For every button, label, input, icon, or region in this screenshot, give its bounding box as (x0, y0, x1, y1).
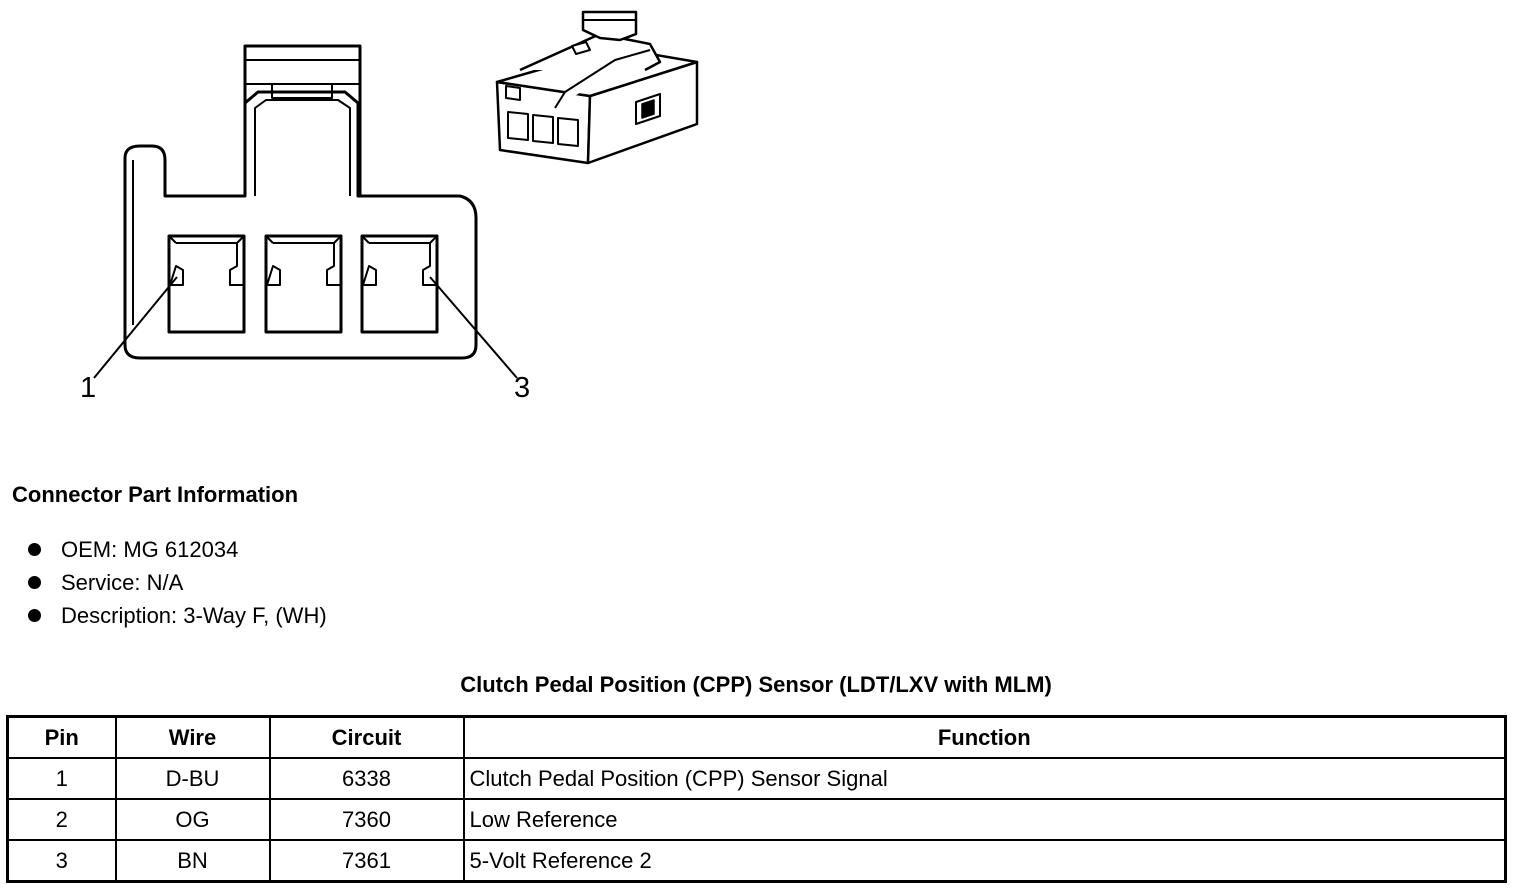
header-pin: Pin (6, 715, 117, 759)
cell-wire: D-BU (114, 757, 271, 800)
table-row: 3 BN 7361 5-Volt Reference 2 (6, 839, 1507, 883)
connector-info-list: OEM: MG 612034 Service: N/A Description:… (28, 536, 327, 635)
list-item: OEM: MG 612034 (28, 536, 327, 569)
cell-function: Low Reference (462, 798, 1507, 841)
connector-3d-illustration (495, 10, 699, 165)
service-text: Service: N/A (61, 570, 184, 595)
list-item: Description: 3-Way F, (WH) (28, 602, 327, 635)
header-wire: Wire (114, 715, 271, 759)
pin-label-1: 1 (80, 372, 97, 404)
terminal-cavity-3 (360, 234, 439, 334)
oem-text: OEM: MG 612034 (61, 537, 239, 562)
connector-info-title: Connector Part Information (12, 482, 299, 507)
cell-function: 5-Volt Reference 2 (462, 839, 1507, 883)
table-title: Clutch Pedal Position (CPP) Sensor (LDT/… (460, 672, 1052, 697)
list-item: Service: N/A (28, 569, 327, 602)
cell-circuit: 6338 (268, 757, 465, 800)
cell-pin: 1 (6, 757, 117, 800)
table-header-row: Pin Wire Circuit Function (6, 715, 1507, 759)
pin-label-3: 3 (514, 372, 531, 404)
bullet-icon (28, 609, 41, 622)
cell-circuit: 7361 (268, 839, 465, 883)
bullet-icon (28, 576, 41, 589)
connector-face-diagram (93, 10, 699, 379)
cell-wire: BN (114, 839, 271, 883)
pinout-table: Pin Wire Circuit Function 1 D-BU 6338 Cl… (6, 715, 1507, 883)
cell-wire: OG (114, 798, 271, 841)
pin-3-leader (429, 276, 518, 379)
table-row: 2 OG 7360 Low Reference (6, 798, 1507, 841)
cell-pin: 3 (6, 839, 117, 883)
cell-function: Clutch Pedal Position (CPP) Sensor Signa… (462, 757, 1507, 800)
cell-pin: 2 (6, 798, 117, 841)
connector-housing-outline (123, 90, 478, 360)
bullet-icon (28, 543, 41, 556)
cell-circuit: 7360 (268, 798, 465, 841)
table-row: 1 D-BU 6338 Clutch Pedal Position (CPP) … (6, 757, 1507, 800)
description-text: Description: 3-Way F, (WH) (61, 603, 327, 628)
pin-1-leader (93, 276, 178, 379)
terminal-cavity-2 (264, 234, 343, 334)
terminal-cavity-1 (167, 234, 246, 334)
header-circuit: Circuit (268, 715, 465, 759)
header-function: Function (462, 715, 1507, 759)
locking-tab (243, 44, 362, 196)
